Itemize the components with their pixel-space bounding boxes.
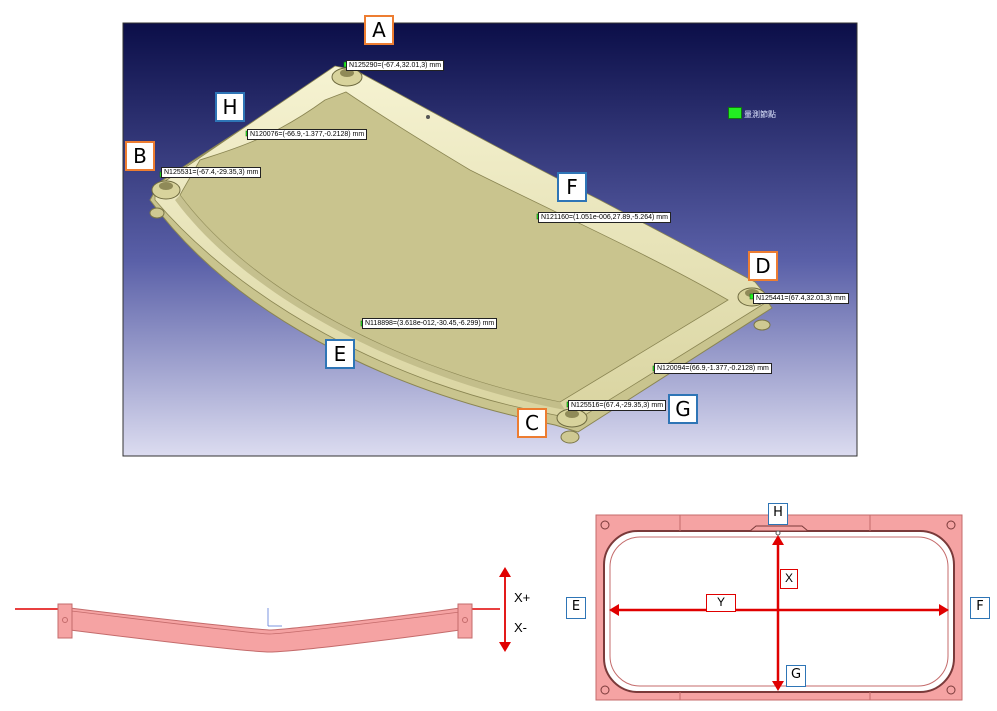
top-label-g: G — [786, 665, 806, 687]
side-view — [15, 567, 511, 653]
label-c: C — [517, 408, 547, 438]
legend-text: 量測節點 — [744, 110, 776, 119]
x-plus-label: X+ — [514, 590, 531, 605]
label-d: D — [748, 251, 778, 281]
top-axis-x-label: X — [780, 569, 798, 589]
annotation-e: N118898=(3.618e-012,-30.45,-6.299) mm — [362, 318, 498, 329]
x-minus-label: X- — [514, 620, 527, 635]
top-label-h: H — [768, 503, 788, 525]
label-h: H — [215, 92, 245, 122]
top-label-f: F — [970, 597, 990, 619]
label-f: F — [557, 172, 587, 202]
annotation-c: N125516=(67.4,-29.35,3) mm — [568, 400, 667, 411]
label-e: E — [325, 339, 355, 369]
label-g: G — [668, 394, 698, 424]
annotation-f: N121160=(1.051e-006,27.89,-5.264) mm — [538, 212, 671, 223]
label-b: B — [125, 141, 155, 171]
annotation-d: N125441=(67.4,32.01,3) mm — [753, 293, 849, 304]
annotation-g: N120094=(66.9,-1.377,-0.2128) mm — [654, 363, 772, 374]
top-label-e: E — [566, 597, 586, 619]
annotation-b: N125531=(-67.4,-29.35,3) mm — [161, 167, 262, 178]
label-a: A — [364, 15, 394, 45]
green-square-icon — [728, 107, 742, 119]
annotation-a: N125290=(-67.4,32.01,3) mm — [346, 60, 445, 71]
top-axis-y-label: Y — [706, 594, 736, 612]
annotation-h: N120076=(-66.9,-1.377,-0.2128) mm — [247, 129, 368, 140]
top-view — [595, 514, 963, 701]
